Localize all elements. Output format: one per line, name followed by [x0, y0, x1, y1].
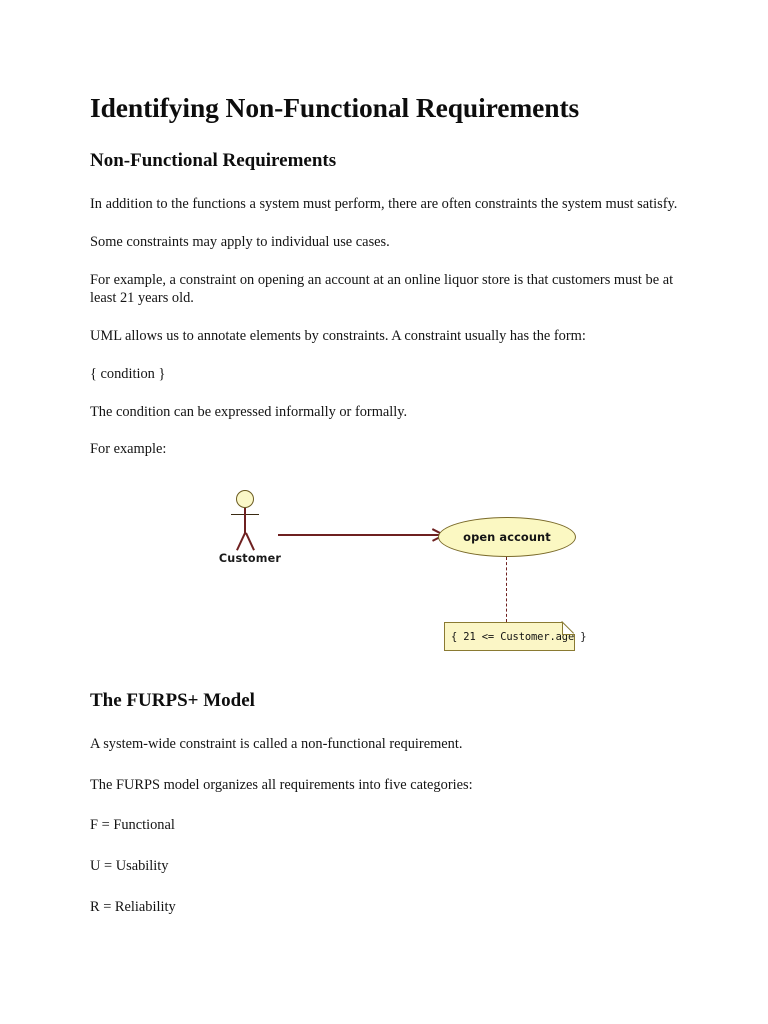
paragraph: The FURPS model organizes all requiremen…	[90, 776, 473, 793]
paragraph-for-example: For example:	[90, 441, 167, 458]
document-body-upper: Identifying Non-Functional Requirements …	[90, 92, 678, 459]
furps-item-functional: F = Functional	[90, 817, 175, 834]
page-title: Identifying Non-Functional Requirements	[90, 92, 580, 123]
actor-head-icon	[236, 490, 254, 508]
document-body-lower: The FURPS+ Model A system-wide constrain…	[90, 690, 678, 916]
actor-leg-right-icon	[245, 532, 255, 551]
uml-use-case-diagram: Customer open account { 21 <= Customer.a…	[200, 488, 600, 664]
paragraph: In addition to the functions a system mu…	[90, 196, 678, 213]
paragraph: The condition can be expressed informall…	[90, 403, 408, 420]
section-paragraphs-furps: A system-wide constraint is called a non…	[90, 735, 678, 917]
section-heading-non-functional-requirements: Non-Functional Requirements	[90, 150, 337, 172]
actor-customer: Customer	[214, 488, 294, 570]
paragraph: For example, a constraint on opening an …	[90, 271, 674, 307]
furps-item-usability: U = Usability	[90, 857, 169, 874]
constraint-dashed-link	[506, 557, 507, 622]
paragraph: A system-wide constraint is called a non…	[90, 735, 463, 752]
paragraph-constraint-form: { condition }	[90, 365, 166, 382]
constraint-note-text: { 21 <= Customer.age }	[451, 630, 587, 643]
use-case-open-account: open account	[438, 517, 576, 557]
use-case-label: open account	[463, 530, 551, 544]
paragraph: UML allows us to annotate elements by co…	[90, 328, 586, 345]
actor-label: Customer	[218, 552, 282, 565]
section-paragraphs-non-functional: In addition to the functions a system mu…	[90, 195, 678, 459]
furps-item-reliability: R = Reliability	[90, 898, 176, 915]
paragraph: Some constraints may apply to individual…	[90, 233, 390, 250]
constraint-note: { 21 <= Customer.age }	[444, 621, 587, 651]
note-folded-corner-icon	[562, 621, 576, 635]
section-heading-furps-model: The FURPS+ Model	[90, 690, 255, 711]
association-line	[278, 534, 440, 536]
actor-torso-icon	[244, 508, 246, 534]
actor-leg-left-icon	[236, 532, 246, 551]
